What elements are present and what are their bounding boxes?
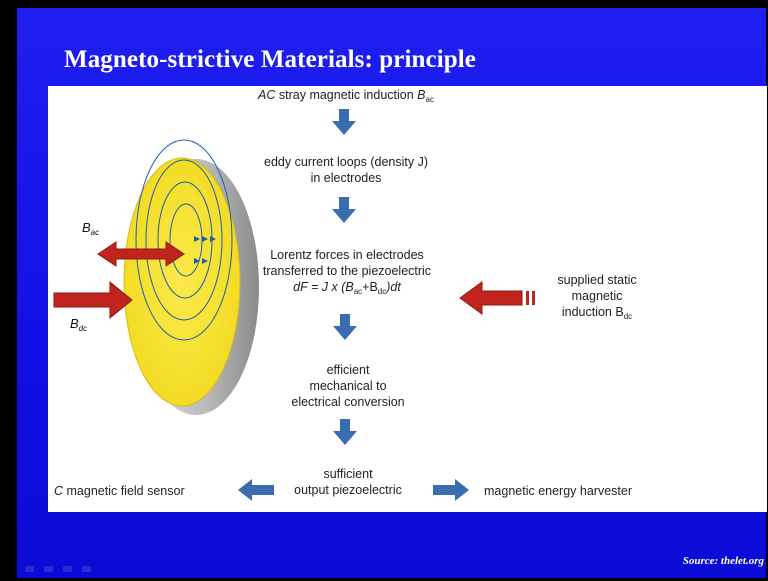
- nav-menu-icon[interactable]: [63, 566, 72, 572]
- supplied-static-field: supplied static magnetic induction Bdc: [542, 272, 652, 325]
- step1-symbol: B: [417, 88, 426, 102]
- nav-next-icon[interactable]: [82, 566, 91, 572]
- slide-title: Magneto-strictive Materials: principle: [64, 46, 477, 73]
- supplied-line1: supplied static: [557, 273, 637, 287]
- flow-arrow-4: [333, 419, 357, 445]
- flow-arrow-2: [332, 197, 356, 223]
- flow-arrow-3: [333, 314, 357, 340]
- step1-italic: AC: [258, 88, 276, 102]
- bac-double-arrow: [97, 241, 185, 267]
- step3-line1: Lorentz forces in electrodes: [270, 248, 424, 262]
- diagram-graphics: [53, 109, 535, 501]
- step-conversion: efficient mechanical to electrical conve…: [250, 362, 446, 410]
- piezo-disk: [123, 139, 259, 415]
- supplied-line2: magnetic: [571, 289, 623, 303]
- step-eddy-currents: eddy current loops (density J) in electr…: [238, 154, 454, 186]
- output-energy-harvester: magnetic energy harvester: [484, 484, 632, 498]
- step5-line2: output piezoelectric: [294, 483, 402, 497]
- nav-pen-icon[interactable]: [44, 566, 53, 572]
- step4-line1: efficient: [326, 363, 370, 377]
- step1-sub: ac: [425, 95, 434, 104]
- diagram-panel: AC stray magnetic induction Bac eddy cur…: [48, 86, 767, 512]
- step5-line1: sufficient: [323, 467, 373, 481]
- step4-line3: electrical conversion: [291, 395, 405, 409]
- output-arrow-right: [433, 479, 469, 501]
- eddy-current-loops: [135, 139, 233, 341]
- step2-line2: in electrodes: [310, 171, 382, 185]
- supplied-line3: induction Bdc: [561, 305, 633, 321]
- step4-line2: mechanical to: [309, 379, 387, 393]
- label-bac: Bac: [82, 220, 100, 237]
- step2-line1: eddy current loops (density J): [264, 155, 428, 169]
- source-credit: Source: thelet.org: [682, 555, 764, 567]
- disk-face: [123, 157, 241, 407]
- step1-text: stray magnetic induction: [275, 88, 418, 102]
- supplied-field-arrow: [459, 281, 535, 315]
- step-output: sufficient output piezoelectric: [270, 466, 426, 498]
- step-lorentz-forces: Lorentz forces in electrodes transferred…: [234, 247, 460, 300]
- flow-arrow-1: [332, 109, 356, 135]
- label-bdc: Bdc: [70, 316, 88, 333]
- step3-line2: transferred to the piezoelectric: [262, 264, 432, 278]
- output-arrow-left: [238, 479, 274, 501]
- current-arrowheads: [194, 236, 216, 264]
- bdc-arrow: [53, 280, 133, 320]
- output-field-sensor: C magnetic field sensor: [54, 484, 185, 498]
- step3-formula: dF = J x (Bac+Bdc)dt: [293, 280, 401, 296]
- nav-prev-icon[interactable]: [25, 566, 34, 572]
- step-ac-stray-induction: AC stray magnetic induction Bac: [246, 87, 446, 108]
- slide-nav-controls[interactable]: [25, 566, 91, 572]
